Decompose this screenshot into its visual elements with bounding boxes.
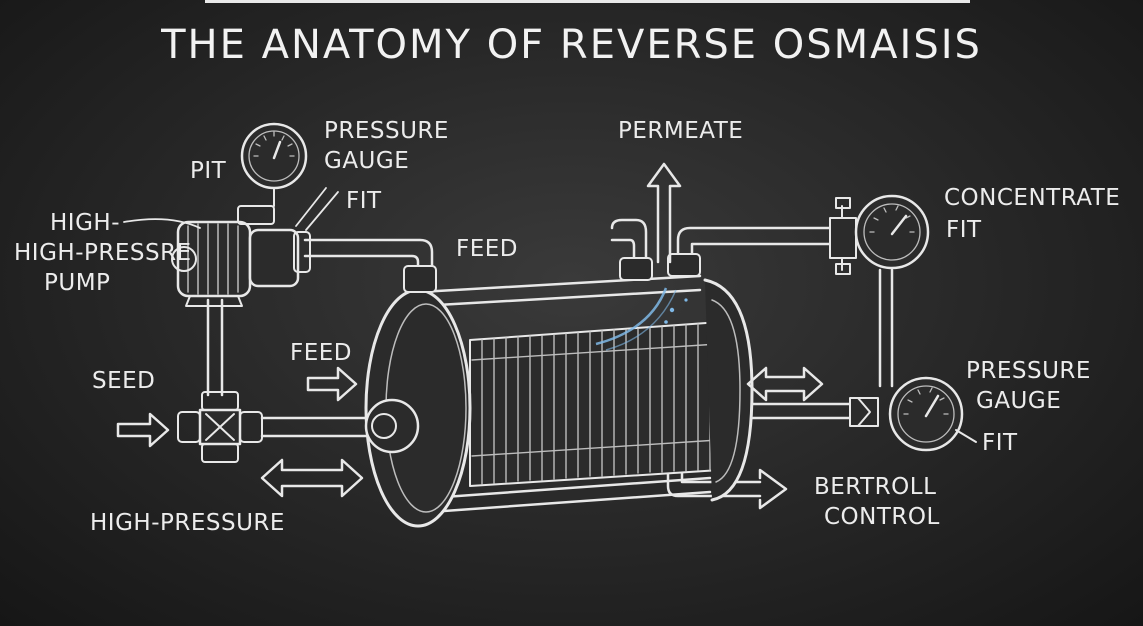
- valve-icon: [177, 391, 263, 463]
- bertroll-arrow-icon: [758, 468, 788, 510]
- pressure-gauge-icon: [240, 122, 308, 207]
- label-fit-right-bottom: FIT: [982, 430, 1018, 456]
- top-edge-strip: [205, 0, 970, 3]
- label-pressure-gauge-top-1: PRESSURE: [324, 118, 449, 144]
- label-feed-left: FEED: [290, 340, 353, 366]
- concentrate-gauge-icon: [829, 194, 930, 275]
- label-permeate: PERMEATE: [618, 118, 744, 144]
- pipe-network: [206, 218, 894, 498]
- membrane-vessel-icon: [364, 253, 754, 528]
- label-high-pressure-bottom: HIGH-PRESSURE: [90, 510, 285, 536]
- label-pit: PIT: [190, 158, 227, 184]
- label-bertroll-2: CONTROL: [824, 504, 940, 530]
- label-feed-top: FEED: [456, 236, 519, 262]
- double-arrow-left-icon: [260, 458, 364, 498]
- feed-arrow-icon: [306, 366, 358, 402]
- label-seed: SEED: [92, 368, 156, 394]
- label-pump-3: PUMP: [44, 270, 111, 296]
- label-pump-2: HIGH-PRESSRE: [14, 240, 192, 266]
- flow-arrows: [116, 162, 824, 510]
- label-concentrate: CONCENTRATE: [944, 185, 1121, 211]
- pump-icon: [171, 205, 311, 307]
- label-fit-right-top: FIT: [946, 217, 982, 243]
- double-arrow-right-icon: [746, 366, 824, 402]
- page-title: THE ANATOMY OF REVERSE OSMAISIS: [161, 22, 982, 68]
- pressure-gauge-right-icon: [849, 376, 977, 452]
- label-pressure-gauge-right-1: PRESSURE: [966, 358, 1091, 384]
- seed-arrow-icon: [116, 412, 170, 448]
- label-pressure-gauge-top-2: GAUGE: [324, 148, 410, 174]
- label-pump-1: HIGH-: [50, 210, 120, 236]
- label-fit-top: FIT: [346, 188, 382, 214]
- permeate-arrow-icon: [646, 162, 682, 264]
- label-bertroll-1: BERTROLL: [814, 474, 937, 500]
- leader-lines: [123, 187, 339, 231]
- label-pressure-gauge-right-2: GAUGE: [976, 388, 1062, 414]
